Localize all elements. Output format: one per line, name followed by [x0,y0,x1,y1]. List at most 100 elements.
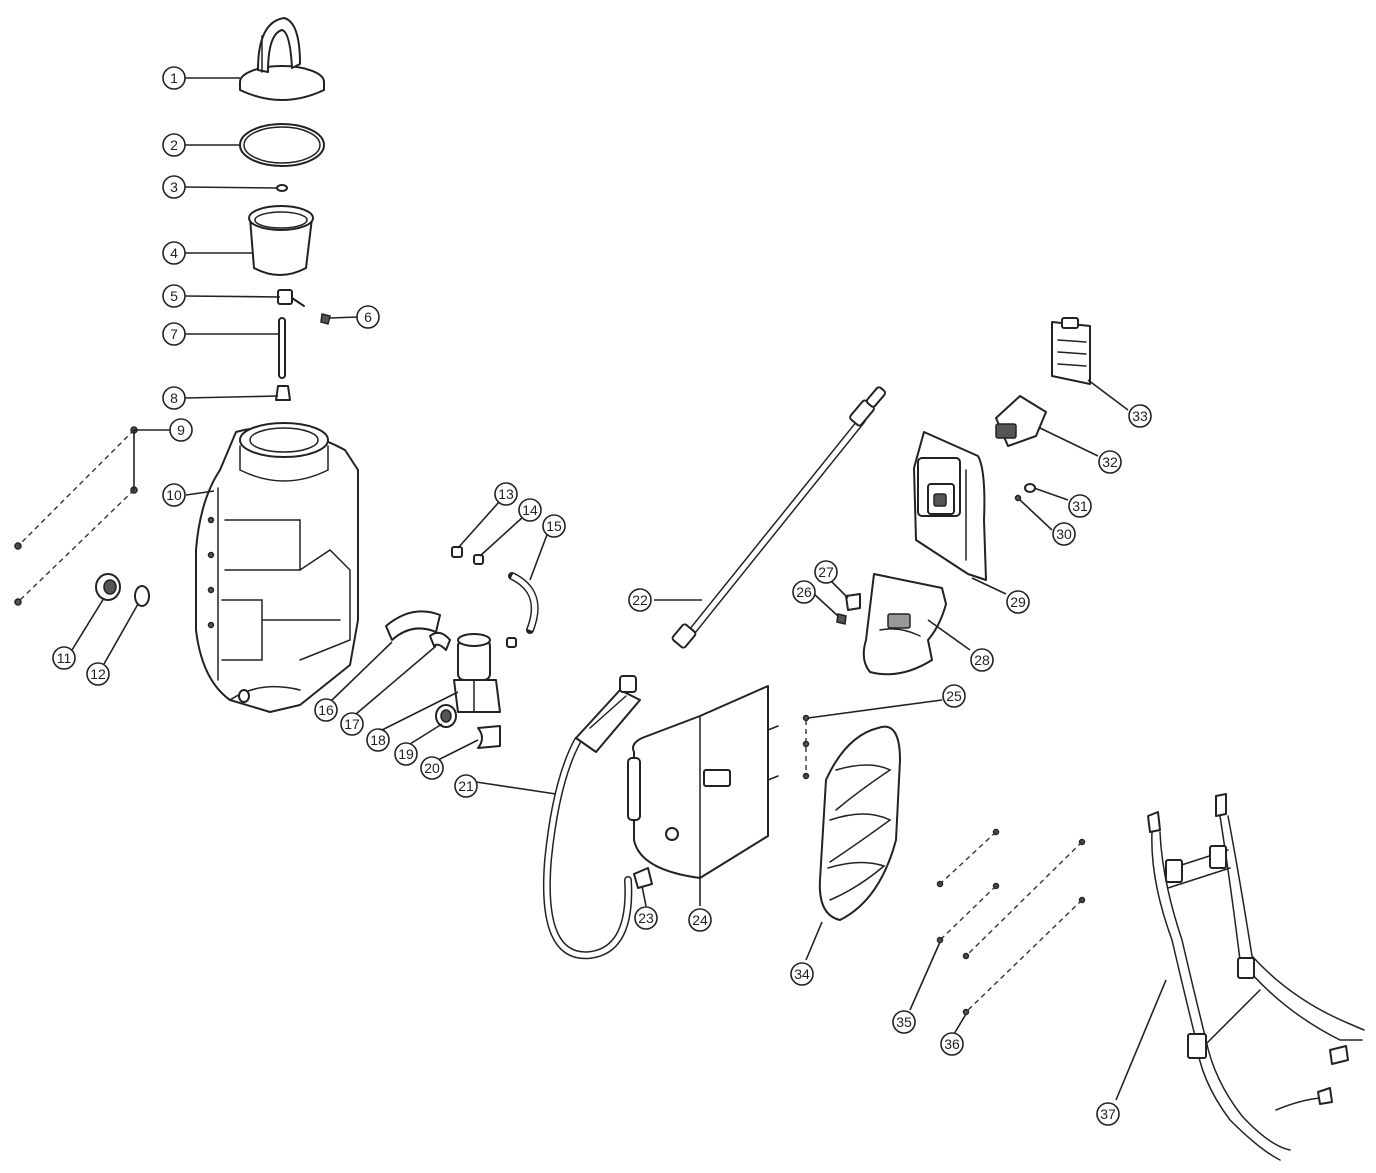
part-15-hose [506,572,539,648]
callout-circle [162,322,186,346]
part-14-fitting [473,554,484,565]
callout-number: 8 [170,390,178,406]
callout-number: 9 [177,422,185,438]
callout-circle [314,698,338,722]
part-33-cover-plate [1051,317,1091,385]
callout-number: 21 [458,778,474,794]
callout-29: 29 [1006,590,1030,614]
callout-27: 27 [814,560,838,584]
callout-circle [162,133,186,157]
callout-13: 13 [494,482,518,506]
callout-9: 9 [169,418,193,442]
callout-number: 6 [364,309,372,325]
leader-lines [71,77,1167,1101]
callout-number: 36 [944,1036,960,1052]
callout-number: 31 [1072,498,1088,514]
callout-circle [169,418,193,442]
callout-34: 34 [790,962,814,986]
callout-number: 22 [632,592,648,608]
callout-number: 18 [370,732,386,748]
part-27-clip [845,593,861,611]
part-6-pin [320,313,331,325]
callout-30: 30 [1052,522,1076,546]
callout-number: 10 [166,487,182,503]
callout-circle [688,908,712,932]
part-8-fitting [275,385,291,401]
part-20-clip [477,725,501,749]
callout-26: 26 [792,580,816,604]
part-32-battery [995,395,1047,447]
part-17-clamp-half [429,631,451,651]
callout-circle [162,175,186,199]
part-26-screw [836,613,847,625]
callout-circle [454,774,478,798]
callout-circle [162,66,186,90]
part-28-bracket [862,573,947,676]
callout-number: 2 [170,137,178,153]
callout-circle [542,514,566,538]
callout-number: 33 [1132,408,1148,424]
callout-circle [86,662,110,686]
callout-number: 12 [90,666,106,682]
callout-number: 32 [1102,454,1118,470]
callout-circle [420,756,444,780]
callout-circle [1096,1102,1120,1126]
callout-8: 8 [162,386,186,410]
callout-12: 12 [86,662,110,686]
callout-25: 25 [942,684,966,708]
callout-2: 2 [162,133,186,157]
part-21-hose-trigger [542,675,641,960]
callout-number: 23 [638,910,654,926]
callout-circle [628,588,652,612]
callout-4: 4 [162,241,186,265]
part-4-strainer [248,205,314,276]
callout-28: 28 [970,648,994,672]
part-9-screws [14,426,138,606]
part-36-screws [962,838,1086,1016]
callout-circle [1128,404,1152,428]
part-30-screw [1014,494,1022,502]
callout-circle [162,483,186,507]
callout-33: 33 [1128,404,1152,428]
callout-number: 37 [1100,1106,1116,1122]
callout-number: 15 [546,518,562,534]
part-2-seal-ring [239,123,325,167]
callout-circle [942,684,966,708]
callout-circle [366,728,390,752]
callout-3: 3 [162,175,186,199]
callout-number: 25 [946,688,962,704]
callout-number: 1 [170,70,178,86]
callout-22: 22 [628,588,652,612]
callout-1: 1 [162,66,186,90]
callout-circle [814,560,838,584]
callout-circle [892,1010,916,1034]
part-35-screws [936,828,1000,944]
part-24-back-plate [627,685,779,879]
callout-32: 32 [1098,450,1122,474]
callout-circle [790,962,814,986]
callout-7: 7 [162,322,186,346]
callout-number: 4 [170,245,178,261]
callout-number: 27 [818,564,834,580]
callout-24: 24 [688,908,712,932]
callout-number: 26 [796,584,812,600]
part-5-valve-fitting [277,289,305,307]
callout-circle [1006,590,1030,614]
callout-5: 5 [162,284,186,308]
callout-circle [162,386,186,410]
callout-31: 31 [1068,494,1092,518]
callout-number: 30 [1056,526,1072,542]
part-13-fitting [451,546,463,558]
callout-circle [162,284,186,308]
part-31-washer [1024,483,1036,493]
callout-circle [1098,450,1122,474]
callout-number: 5 [170,288,178,304]
callout-10: 10 [162,483,186,507]
callout-number: 16 [318,702,334,718]
callout-37: 37 [1096,1102,1120,1126]
part-10-tank [195,422,359,713]
callout-11: 11 [52,646,76,670]
part-23-plug [633,867,653,889]
callout-18: 18 [366,728,390,752]
